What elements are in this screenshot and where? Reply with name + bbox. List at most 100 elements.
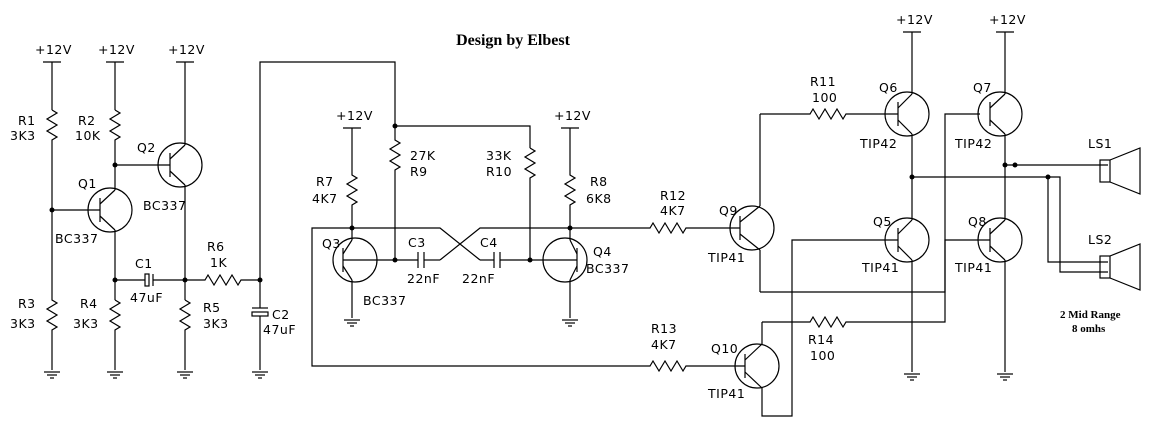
transistor-Q8 — [968, 217, 1023, 372]
junction-dot — [1045, 174, 1051, 180]
R8-label: R8 — [590, 174, 608, 189]
resistor-R10 — [523, 147, 537, 260]
Q10-type: TIP41 — [707, 386, 745, 401]
resistor-R2 — [108, 109, 122, 165]
Q8-label: Q8 — [968, 214, 987, 229]
R14-value: 100 — [810, 348, 835, 363]
supply-label: +12V — [896, 12, 933, 27]
R11-value: 100 — [812, 90, 837, 105]
ground-symbol — [343, 319, 361, 327]
R12-label: R12 — [660, 188, 686, 203]
C2-value: 47uF — [263, 322, 296, 337]
ground-symbol — [996, 373, 1014, 381]
speaker-LS1 — [1099, 147, 1141, 195]
supply-label: +12V — [554, 108, 591, 123]
Q1-type: BC337 — [55, 231, 98, 246]
transistor-Q9 — [729, 114, 775, 292]
ground-symbol — [903, 373, 921, 381]
R5-label: R5 — [203, 300, 221, 315]
capacitor-C3 — [395, 252, 440, 268]
supply-label: +12V — [989, 12, 1026, 27]
C3-label: C3 — [408, 235, 426, 250]
R4-label: R4 — [80, 296, 98, 311]
R13-label: R13 — [651, 321, 677, 336]
junction-dot — [1012, 162, 1018, 168]
LS2-label: LS2 — [1088, 232, 1112, 247]
junction-dot — [392, 123, 398, 129]
Q5-type: TIP41 — [861, 260, 899, 275]
Q8-type: TIP41 — [954, 260, 992, 275]
supply-label: +12V — [168, 42, 205, 57]
Q7-type: TIP42 — [954, 136, 992, 151]
Q3-type: BC337 — [363, 293, 406, 308]
supply-rails-left — [42, 61, 195, 145]
transistor-Q6 — [884, 32, 930, 220]
R1-value: 3K3 — [10, 128, 36, 143]
ground-symbol — [176, 371, 194, 379]
R10-label: R10 — [486, 164, 512, 179]
C1-value: 47uF — [130, 290, 163, 305]
R1-label: R1 — [18, 113, 36, 128]
transistor-Q10 — [734, 322, 780, 389]
resistor-R12 — [570, 221, 740, 235]
R2-label: R2 — [78, 113, 96, 128]
Q2-type: BC337 — [143, 198, 186, 213]
ground-symbol — [561, 319, 579, 327]
R12-value: 4K7 — [660, 203, 686, 218]
Q7-label: Q7 — [973, 80, 992, 95]
transistor-Q3 — [332, 228, 395, 318]
Q10-label: Q10 — [711, 341, 738, 356]
resistor-R7 — [345, 128, 359, 228]
Q9-type: TIP41 — [707, 250, 745, 265]
wire — [761, 239, 898, 417]
ground-symbol — [43, 371, 61, 379]
speaker-LS2 — [1099, 243, 1141, 291]
resistor-R9 — [388, 126, 402, 260]
R6-value: 1K — [210, 255, 227, 270]
resistor-R3 — [45, 210, 59, 370]
supply-label: +12V — [98, 42, 135, 57]
supply-label: +12V — [35, 42, 72, 57]
R7-label: R7 — [316, 174, 334, 189]
resistor-R14 — [762, 239, 968, 329]
Q4-type: BC337 — [586, 261, 629, 276]
R5-value: 3K3 — [203, 316, 229, 331]
R11-label: R11 — [810, 74, 836, 89]
Q9-label: Q9 — [719, 203, 738, 218]
Q1-label: Q1 — [78, 176, 97, 191]
resistor-R4 — [108, 299, 122, 370]
R7-value: 4K7 — [312, 191, 338, 206]
C3-value: 22nF — [407, 271, 440, 286]
Q6-label: Q6 — [879, 80, 898, 95]
R2-value: 10K — [75, 128, 101, 143]
C4-label: C4 — [480, 235, 498, 250]
C1-label: C1 — [135, 256, 153, 271]
C2-label: C2 — [272, 307, 290, 322]
R6-label: R6 — [207, 239, 225, 254]
junction-dot — [112, 162, 118, 168]
junction-dot — [909, 174, 915, 180]
resistor-R6 — [185, 273, 260, 287]
resistor-R13 — [311, 227, 745, 373]
R14-label: R14 — [808, 332, 834, 347]
R8-value: 6K8 — [586, 191, 612, 206]
transistor-Q1 — [52, 165, 133, 300]
R4-value: 3K3 — [73, 316, 99, 331]
R3-value: 3K3 — [10, 316, 36, 331]
wire — [760, 113, 980, 293]
junction-dot — [1002, 162, 1008, 168]
transistor-Q5 — [884, 217, 930, 372]
R13-value: 4K7 — [651, 337, 677, 352]
transistor-Q4 — [530, 228, 588, 318]
LS1-label: LS1 — [1088, 136, 1112, 151]
resistor-R5 — [178, 299, 192, 370]
capacitor-C4 — [480, 252, 530, 268]
capacitor-C2 — [251, 280, 269, 370]
wire — [912, 176, 1108, 273]
Q5-label: Q5 — [873, 214, 892, 229]
R3-label: R3 — [18, 296, 36, 311]
R9-value: 27K — [410, 148, 436, 163]
wire — [259, 61, 531, 280]
wire-cross — [352, 227, 570, 261]
